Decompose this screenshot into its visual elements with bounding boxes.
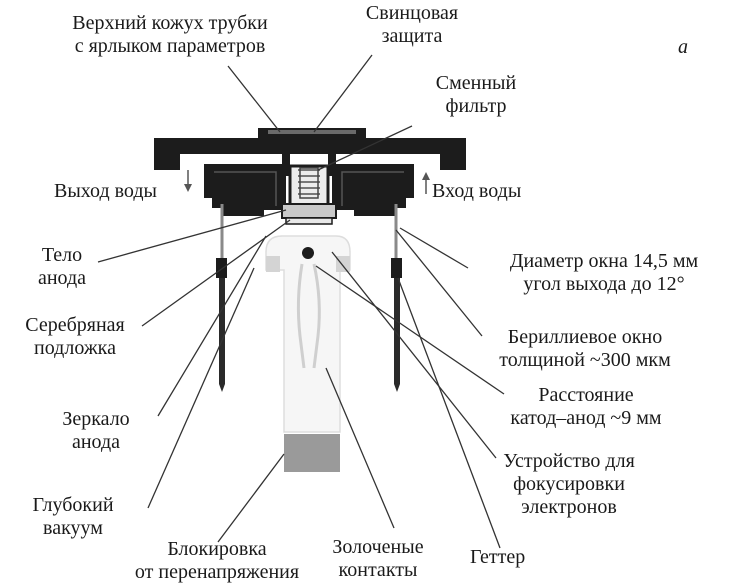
label-window: Диаметр окна 14,5 мм угол выхода до 12°: [484, 250, 724, 296]
figure-letter: а: [678, 36, 688, 58]
label-distance-line2: катод–анод ~9 мм: [510, 407, 662, 429]
label-distance-line1: Расстояние: [538, 384, 634, 406]
label-silver-line2: подложка: [34, 337, 116, 359]
top-housing-shape: [154, 128, 466, 170]
label-mirror-line2: анода: [71, 431, 121, 453]
label-top-housing: Верхний кожух трубки с ярлыком параметро…: [52, 12, 288, 58]
label-vacuum-line2: вакуум: [43, 517, 103, 539]
label-gold-line2: контакты: [338, 559, 418, 581]
label-silver-line1: Серебряная: [25, 314, 125, 336]
label-top-housing-line1: Верхний кожух трубки: [72, 12, 268, 34]
label-focus: Устройство для фокусировки электронов: [484, 450, 654, 519]
label-lead-shield-line2: защита: [381, 25, 443, 47]
label-window-line1: Диаметр окна 14,5 мм: [509, 250, 699, 272]
label-mirror-line1: Зеркало: [62, 408, 130, 430]
leader-lines: [97, 54, 505, 549]
label-window-line2: угол выхода до 12°: [523, 273, 685, 295]
label-focus-line3: электронов: [521, 496, 617, 518]
label-top-housing-line2: с ярлыком параметров: [74, 35, 266, 57]
label-water-in: Вход воды: [432, 180, 522, 202]
label-water-out: Выход воды: [54, 180, 157, 202]
label-vacuum: Глубокий вакуум: [18, 494, 128, 540]
label-anode-body-line1: Тело: [41, 244, 83, 266]
label-gold: Золоченые контакты: [314, 536, 442, 582]
label-overvoltage-line2: от перенапряжения: [134, 561, 300, 583]
label-filter-line1: Сменный: [435, 72, 517, 94]
anode-body-shape: [281, 203, 337, 225]
label-overvoltage: Блокировка от перенапряжения: [128, 538, 306, 584]
label-gold-line1: Золоченые: [332, 536, 424, 558]
label-overvoltage-line1: Блокировка: [167, 538, 267, 560]
label-lead-shield: Свинцовая защита: [352, 2, 472, 48]
label-mirror: Зеркало анода: [44, 408, 148, 454]
left-water-block: [204, 164, 286, 216]
water-arrows: [184, 170, 430, 194]
label-getter: Геттер: [470, 546, 526, 568]
filter-assembly: [282, 152, 336, 208]
label-anode-body-line2: анода: [37, 267, 87, 289]
label-vacuum-line1: Глубокий: [32, 494, 114, 516]
label-filter: Сменный фильтр: [414, 72, 538, 118]
label-beryllium: Бериллиевое окно толщиной ~300 мкм: [480, 326, 690, 372]
label-silver: Серебряная подложка: [8, 314, 142, 360]
label-beryllium-line2: толщиной ~300 мкм: [499, 349, 671, 371]
glass-tube-shape: [265, 235, 351, 472]
label-anode-body: Тело анода: [32, 244, 92, 290]
label-distance: Расстояние катод–анод ~9 мм: [486, 384, 686, 430]
label-focus-line2: фокусировки: [513, 473, 625, 495]
right-water-block: [332, 164, 414, 216]
label-filter-line2: фильтр: [445, 95, 507, 117]
label-beryllium-line1: Бериллиевое окно: [507, 326, 663, 348]
label-focus-line1: Устройство для: [503, 450, 635, 472]
label-lead-shield-line1: Свинцовая: [365, 2, 459, 24]
